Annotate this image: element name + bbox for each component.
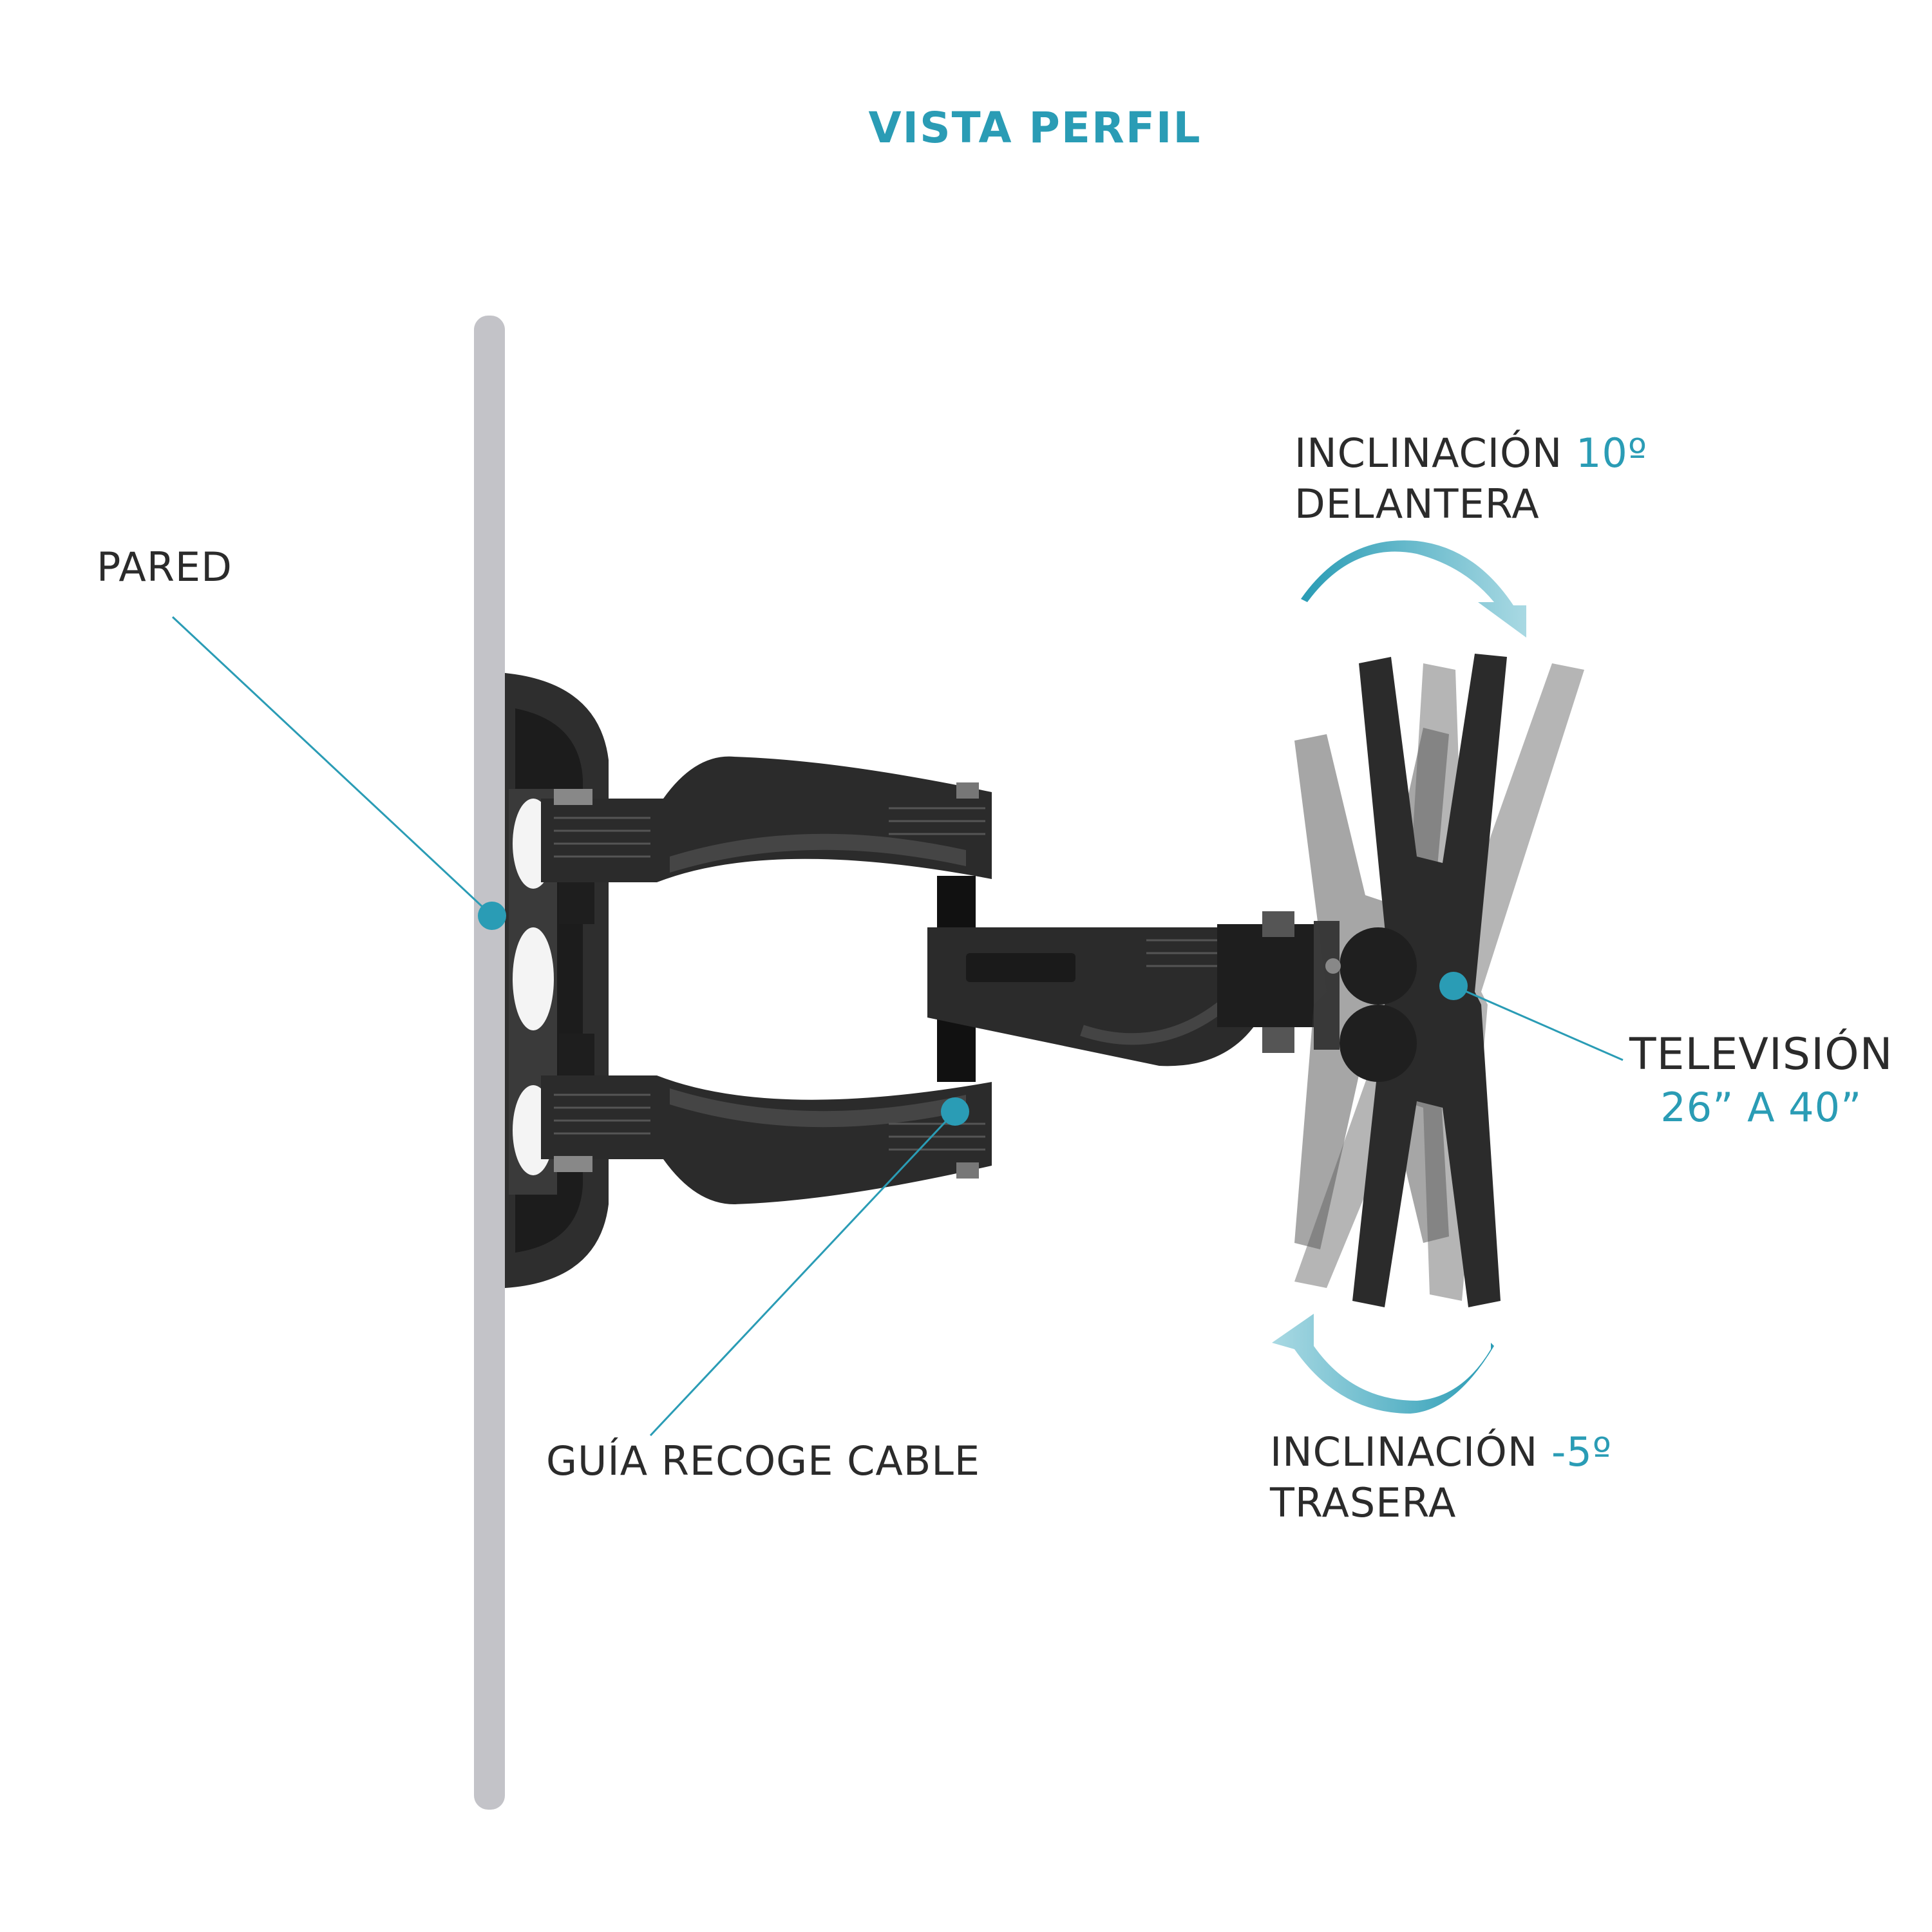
label-cable-guide: GUÍA RECOGE CABLE <box>546 1436 980 1487</box>
callout-dot-icon <box>478 902 506 930</box>
wall-plate <box>505 673 609 1288</box>
callout-line-tv <box>1453 985 1624 1061</box>
tv-plate <box>1325 654 1507 1307</box>
label-tv: TELEVISIÓN 26” A 40” <box>1629 1027 1893 1133</box>
tilt-backward-arrow-icon <box>1272 1314 1494 1414</box>
label-wall: PARED <box>97 542 232 593</box>
label-tilt-front-value: 10º <box>1575 430 1648 477</box>
label-tilt-back-value: -5º <box>1551 1428 1613 1475</box>
label-tv-title: TELEVISIÓN <box>1629 1029 1893 1080</box>
callout-dot-icon <box>941 1097 969 1126</box>
diagram-title: VISTA PERFIL <box>868 103 1202 153</box>
label-tilt-back-line1: INCLINACIÓN -5º <box>1270 1427 1612 1478</box>
tilt-head <box>1262 911 1340 1053</box>
callout-dot-icon <box>1439 972 1468 1000</box>
label-tilt-back-line2: TRASERA <box>1270 1479 1457 1526</box>
upper-arm <box>541 756 992 924</box>
label-cable-guide-text: GUÍA RECOGE CABLE <box>546 1437 981 1484</box>
label-tilt-front: INCLINACIÓN 10º DELANTERA <box>1294 428 1647 529</box>
label-tilt-front-line2: DELANTERA <box>1294 480 1540 527</box>
label-tilt-front-line1: INCLINACIÓN 10º <box>1294 428 1647 479</box>
label-tilt-front-title: INCLINACIÓN <box>1294 430 1563 477</box>
label-wall-text: PARED <box>97 544 232 591</box>
label-tv-size: 26” A 40” <box>1660 1084 1862 1132</box>
callout-line-wall <box>171 616 493 917</box>
middle-arm <box>927 924 1314 1066</box>
tilt-forward-arrow-icon <box>1301 540 1526 638</box>
label-tilt-back: INCLINACIÓN -5º TRASERA <box>1270 1427 1612 1528</box>
callout-line-cable-guide <box>649 1110 956 1437</box>
wall-panel <box>474 316 505 1810</box>
label-tilt-back-title: INCLINACIÓN <box>1270 1428 1539 1475</box>
lower-arm <box>541 1034 992 1204</box>
